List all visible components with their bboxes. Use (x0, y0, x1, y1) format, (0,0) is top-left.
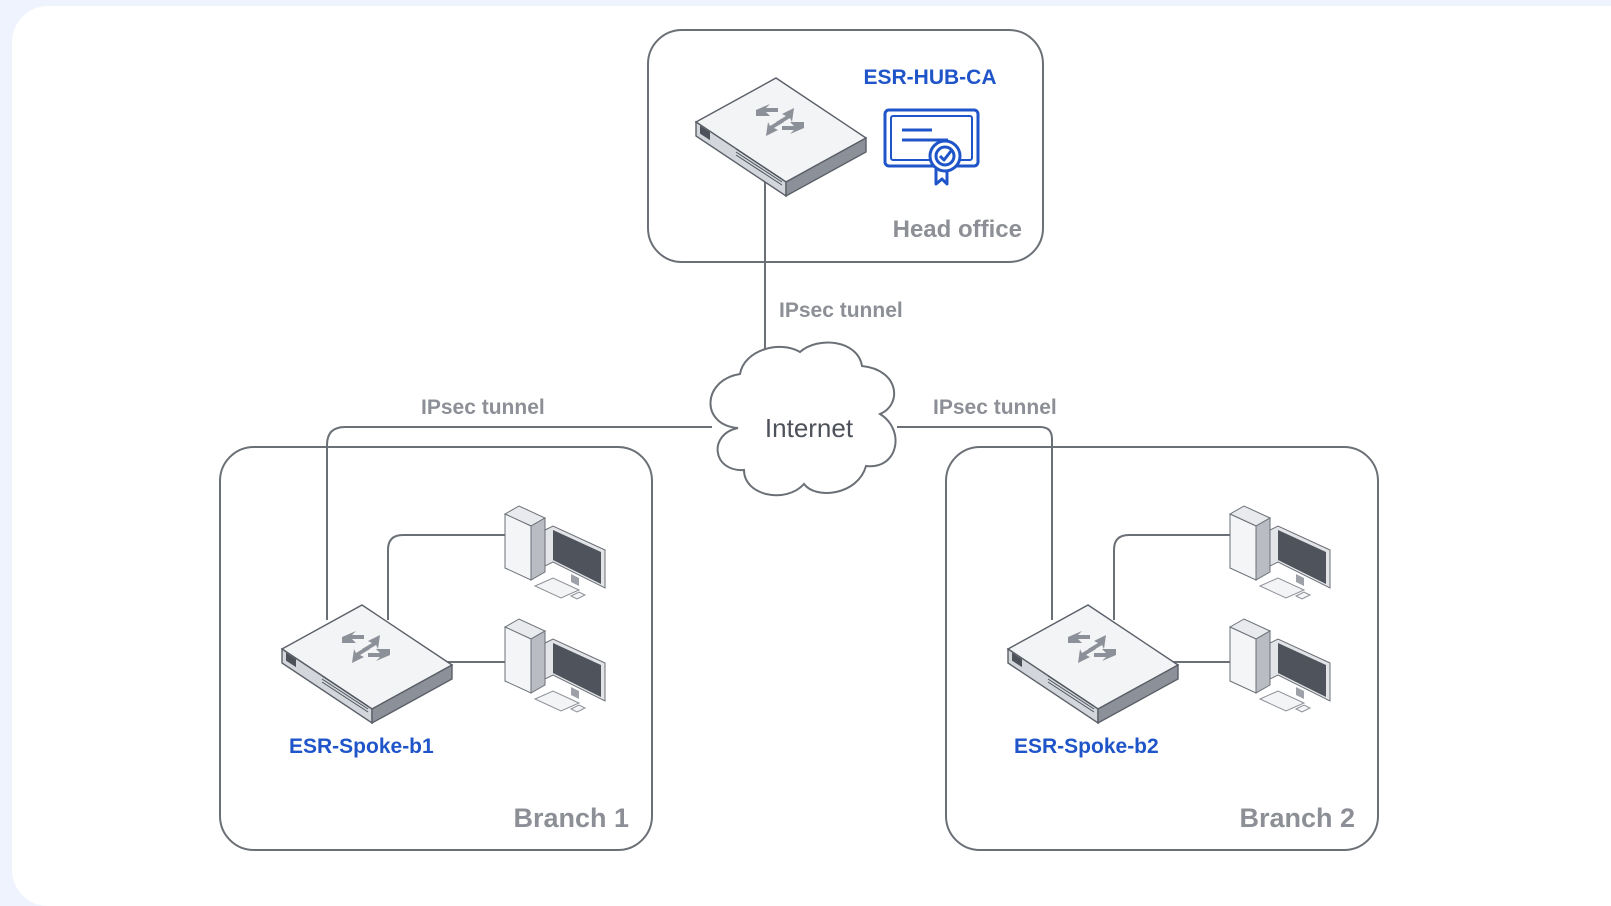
spoke1-router-icon (281, 604, 453, 724)
branch-2-label: Branch 2 (1239, 803, 1355, 833)
head-office-label: Head office (893, 216, 1022, 243)
head-office-box (647, 29, 1044, 263)
internet-label: Internet (765, 413, 854, 443)
hub-name-label: ESR-HUB-CA (864, 66, 997, 89)
spoke2-router-icon (1007, 604, 1179, 724)
workstation-icon (504, 505, 606, 600)
hub-router-icon (695, 77, 867, 197)
branch-2-box (945, 446, 1379, 851)
spoke1-name-label: ESR-Spoke-b1 (289, 735, 434, 758)
b1-lan-link-1 (387, 534, 520, 620)
spoke2-name-label: ESR-Spoke-b2 (1014, 735, 1159, 758)
branch-1-box (219, 446, 653, 851)
spoke2-tunnel-line (897, 426, 1053, 620)
b2-lan-link-1 (1113, 534, 1245, 620)
hub-tunnel-label: IPsec tunnel (779, 299, 903, 322)
cloud-icon (709, 341, 897, 497)
workstation-icon (1229, 618, 1331, 713)
workstation-icon (504, 618, 606, 713)
branch-1-label: Branch 1 (513, 803, 629, 833)
spoke1-tunnel-label: IPsec tunnel (421, 396, 545, 419)
spoke1-tunnel-line (326, 426, 712, 620)
spoke2-tunnel-label: IPsec tunnel (933, 396, 1057, 419)
workstation-icon (1229, 505, 1331, 600)
certificate-icon (883, 108, 980, 186)
